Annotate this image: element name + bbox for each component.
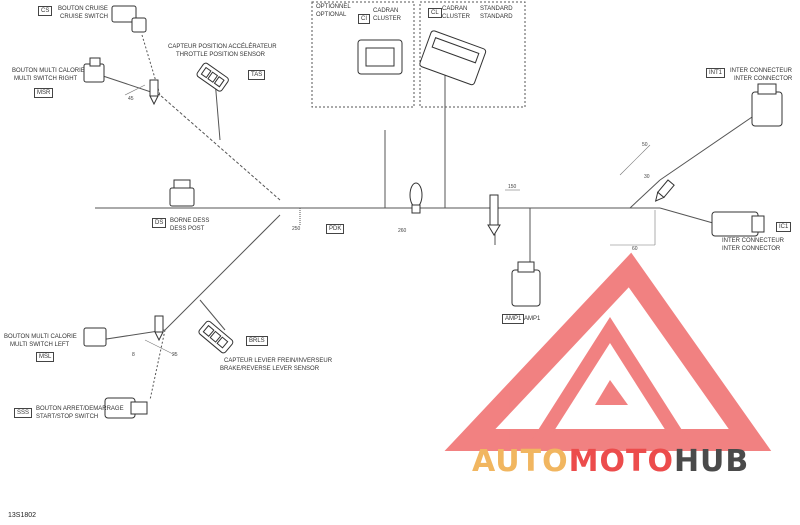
figure-id: 13S1802 [8, 512, 37, 519]
inter-connector2-label-en: INTER CONNECTOR [722, 246, 781, 252]
multi-switch-right-connector [83, 57, 105, 83]
start-stop-switch-connector [104, 397, 148, 419]
pdk-tag: PDK [326, 224, 345, 234]
dess-post-label-fr: BORNE DESS [170, 218, 210, 224]
cruise-switch-connector [111, 5, 147, 33]
cruise-switch-label-en: CRUISE SWITCH [60, 14, 108, 20]
cruise-switch-tag: CS [38, 6, 53, 16]
branch-left [164, 214, 281, 331]
dim-d6: 8 [132, 352, 135, 358]
fuse-holder [409, 182, 423, 214]
start-stop-switch-label-en: START/STOP SWITCH [36, 414, 99, 420]
branch-inter-connector [659, 114, 756, 181]
dim-d3: 50 [642, 142, 648, 148]
ground-stud [487, 194, 501, 236]
inter-connector-tag: INT1 [706, 68, 726, 78]
inline-terminal-top [149, 79, 159, 106]
optional-cluster-label-en: CLUSTER [373, 16, 402, 22]
inter-connector-label-en: INTER CONNECTOR [734, 76, 793, 82]
throttle-sensor-label-fr: CAPTEUR POSITION ACCÉLÉRATEUR [168, 44, 277, 50]
branch-throttle [159, 94, 281, 201]
standard-cluster-connector [419, 30, 487, 86]
multi-switch-right-tag: MSR [34, 88, 54, 98]
optional-cluster-tag: CI [358, 14, 370, 24]
multi-switch-left-label-fr: BOUTON MULTI CALORIE [4, 334, 77, 340]
multi-switch-left-tag: MSL [36, 352, 55, 362]
dim-d4: 30 [644, 174, 650, 180]
optional-cluster-label-fr2: OPTIONNEL [316, 4, 351, 10]
brake-sensor-tag: BRLS [246, 336, 268, 346]
inter-connector-right [711, 211, 765, 237]
cluster-label-fr2: STANDARD [480, 6, 513, 12]
cluster-label-en: CLUSTER [442, 14, 471, 20]
inline-terminal-right [654, 179, 675, 202]
dim-d2: 250 [292, 226, 301, 232]
start-stop-switch-label-fr: BOUTON ARRET/DEMARRAGE [36, 406, 124, 412]
cluster-tag: CL [428, 8, 442, 18]
optional-cluster-label-fr: CADRAN [373, 8, 399, 14]
standard-cluster-box [419, 1, 526, 108]
dess-post-tag: DS [152, 218, 167, 228]
dim-d7: 60 [632, 246, 638, 252]
multi-switch-right-label-fr: BOUTON MULTI CALORIE [12, 68, 85, 74]
brake-sensor-connector [198, 320, 234, 354]
throttle-sensor-tag: TAS [248, 70, 266, 80]
dimension-lines [124, 84, 656, 356]
amp-label: AMP1 [524, 316, 541, 322]
optional-cluster-box [311, 1, 415, 108]
dess-post-label-en: DESS POST [170, 226, 205, 232]
throttle-sensor-connector [196, 62, 229, 92]
dim-d8: 150 [508, 184, 517, 190]
inter-connector2-label-fr: INTER CONNECTEUR [722, 238, 785, 244]
throttle-sensor-label-en: THROTTLE POSITION SENSOR [176, 52, 266, 58]
dim-d9: 260 [398, 228, 407, 234]
multi-switch-left-connector [83, 327, 107, 347]
dim-d1: 45 [128, 96, 134, 102]
watermark-hub: HUB [673, 444, 750, 479]
autmotohub-logo-mark [444, 252, 772, 451]
cluster-label-fr: CADRAN [442, 6, 468, 12]
dim-d5: 25 [172, 352, 178, 358]
autmotohub-watermark: AUTOMOTOHUB [472, 444, 749, 479]
cruise-switch-label-fr: BOUTON CRUISE [58, 6, 108, 12]
amp-connector [511, 261, 541, 307]
optional-cluster-connector [357, 39, 403, 75]
brake-sensor-label-en: BRAKE/REVERSE LEVER SENSOR [220, 366, 320, 372]
multi-switch-left-label-en: MULTI SWITCH LEFT [10, 342, 70, 348]
amp-tag: AMP1 [502, 314, 525, 324]
dess-post-connector [169, 179, 195, 207]
inline-terminal-left [154, 315, 164, 342]
inter-connector-top [751, 83, 783, 127]
inter-connector2-tag: IC1 [776, 222, 792, 232]
watermark-moto: MOTO [568, 444, 674, 479]
start-stop-switch-tag: SSS [14, 408, 33, 418]
multi-switch-right-label-en: MULTI SWITCH RIGHT [14, 76, 78, 82]
cluster-label-en2: STANDARD [480, 14, 513, 20]
watermark-auto: AUTO [472, 444, 569, 479]
brake-sensor-label-fr: CAPTEUR LEVIER FREIN/INVERSEUR [224, 358, 333, 364]
optional-cluster-label-en2: OPTIONAL [316, 12, 347, 18]
inter-connector-label-fr: INTER CONNECTEUR [730, 68, 793, 74]
